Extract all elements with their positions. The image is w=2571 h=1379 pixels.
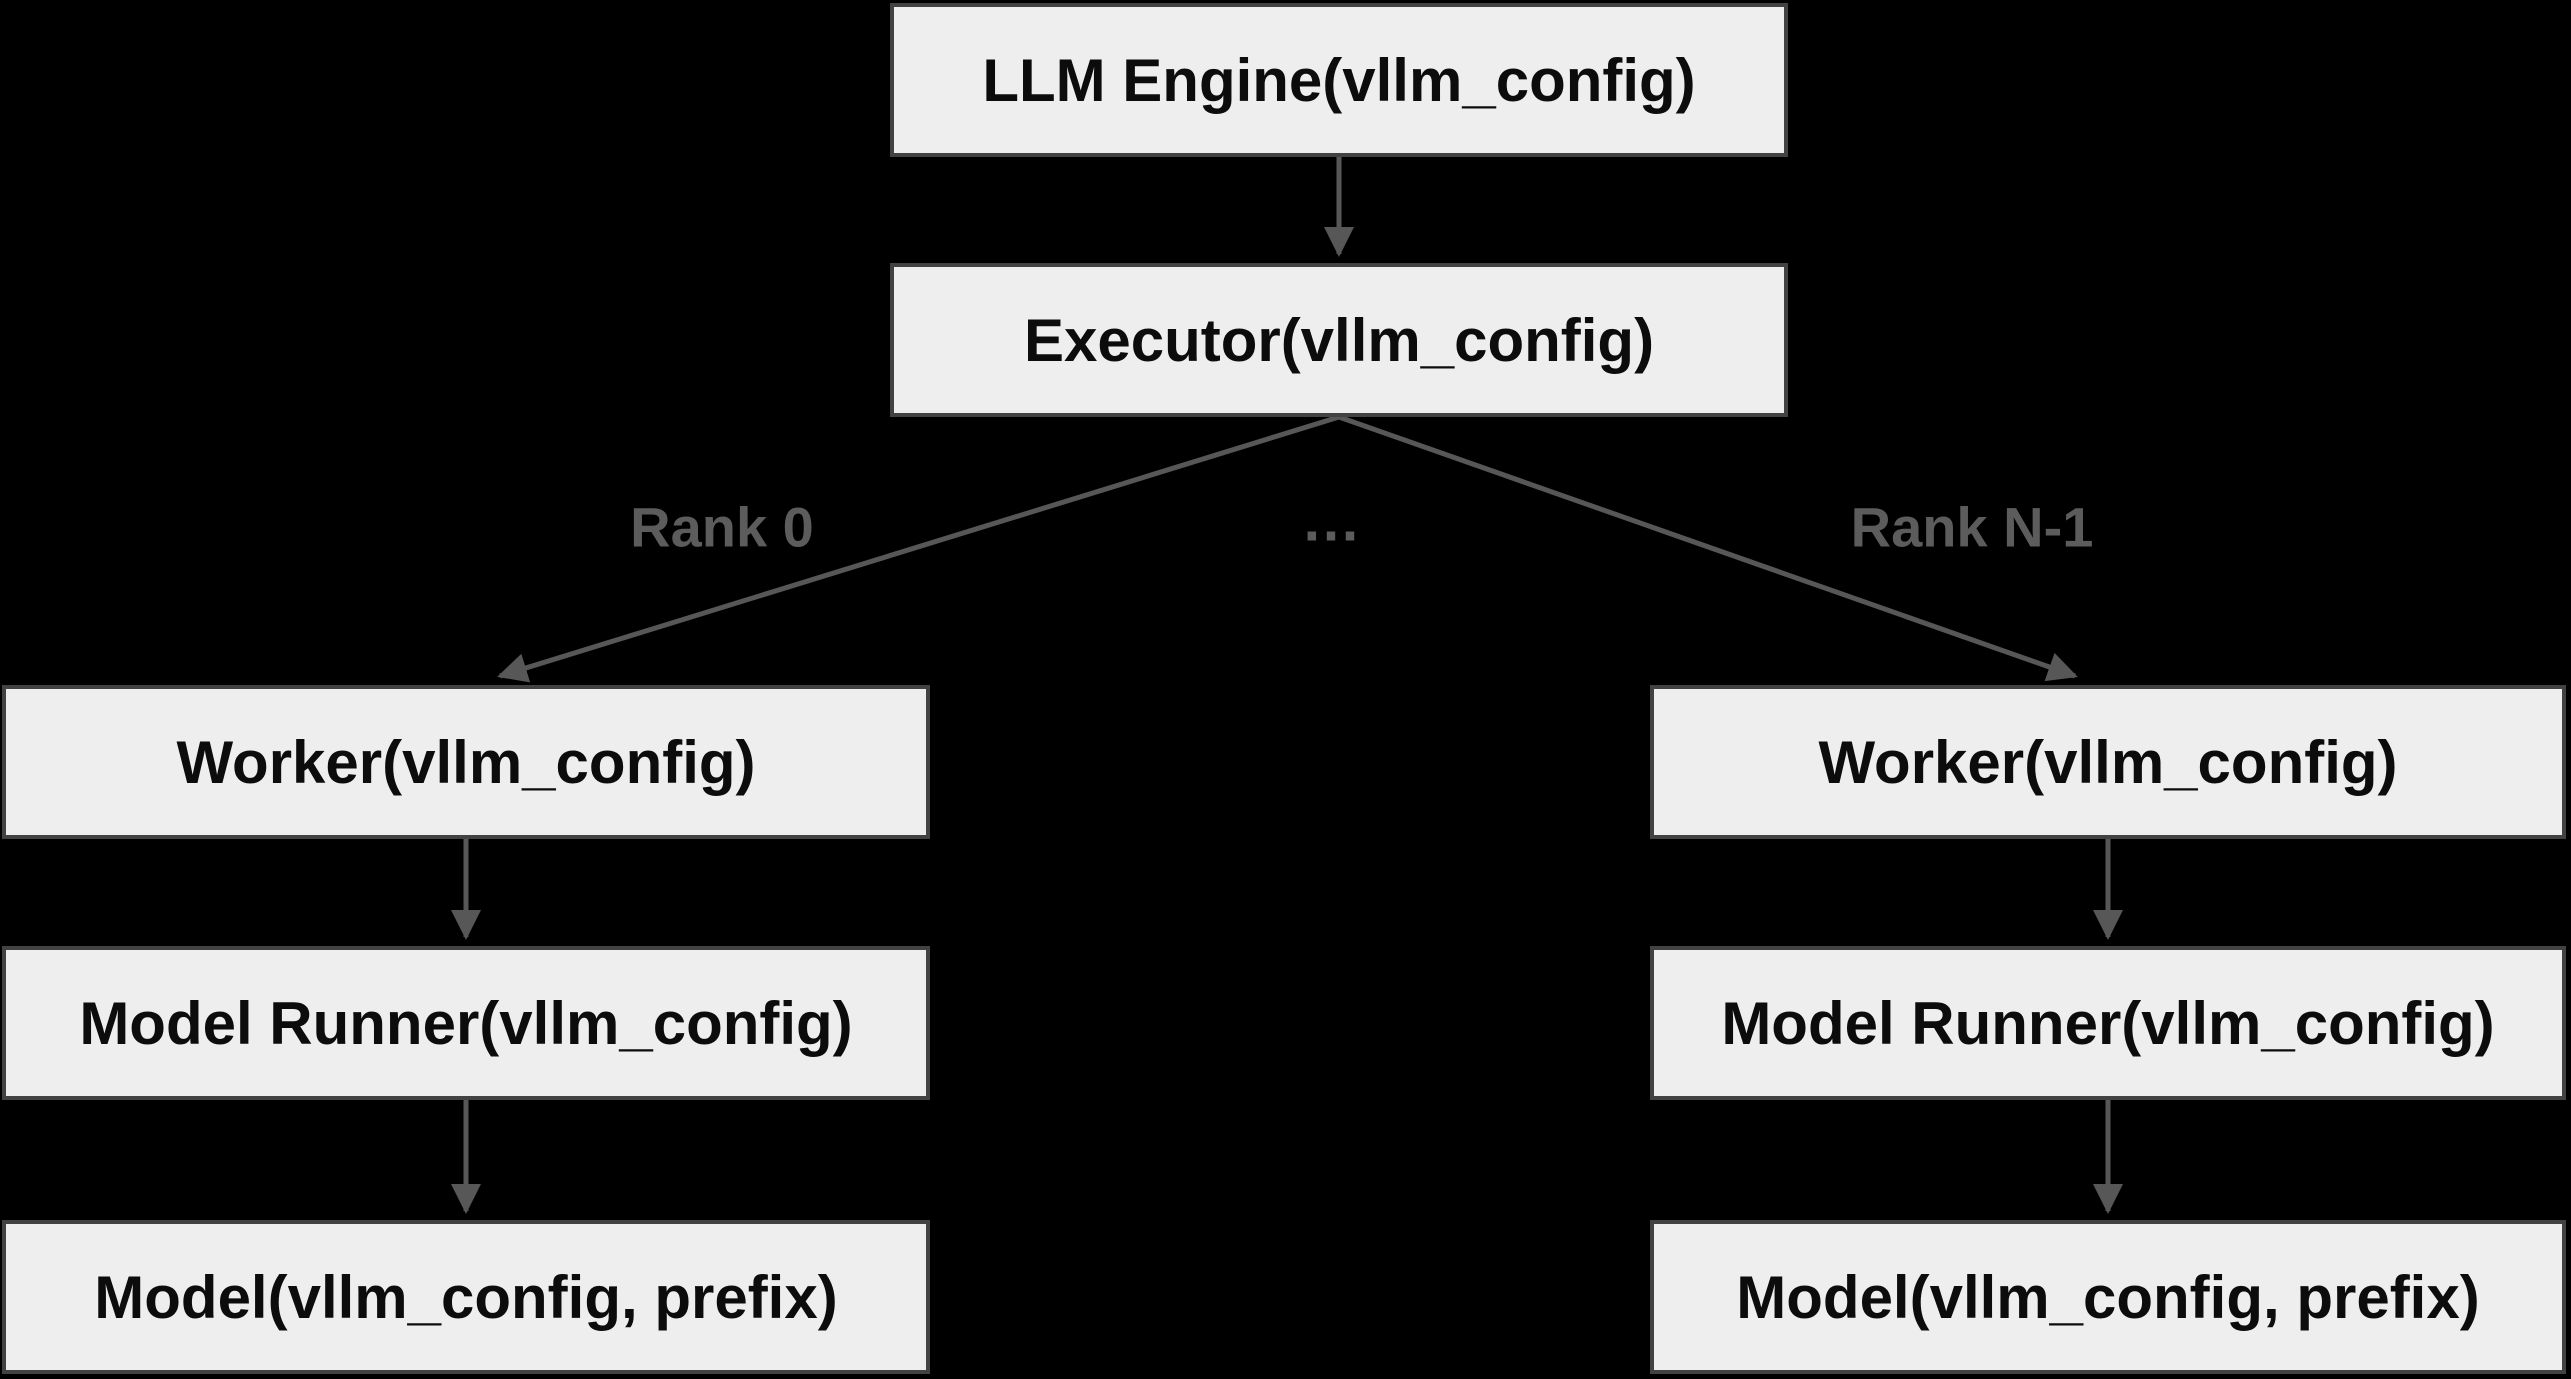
node-model-rank0: Model(vllm_config, prefix) (2, 1220, 930, 1374)
node-model-runner-rank0: Model Runner(vllm_config) (2, 946, 930, 1100)
node-executor: Executor(vllm_config) (890, 263, 1788, 417)
edge-label-rank-0: Rank 0 (630, 495, 814, 559)
node-llm-engine: LLM Engine(vllm_config) (890, 3, 1788, 157)
edge-executor-to-worker-rank0 (497, 414, 1340, 683)
node-worker-rankn: Worker(vllm_config) (1650, 685, 2566, 839)
edge-label-rank-n-1: Rank N-1 (1850, 495, 2094, 559)
node-worker-rank0: Worker(vllm_config) (2, 685, 930, 839)
node-model-rankn: Model(vllm_config, prefix) (1650, 1220, 2566, 1374)
edge-executor-to-worker-rankn (1338, 414, 2078, 682)
edge-label-ellipsis: … (1301, 486, 1361, 554)
node-model-runner-rankn: Model Runner(vllm_config) (1650, 946, 2566, 1100)
